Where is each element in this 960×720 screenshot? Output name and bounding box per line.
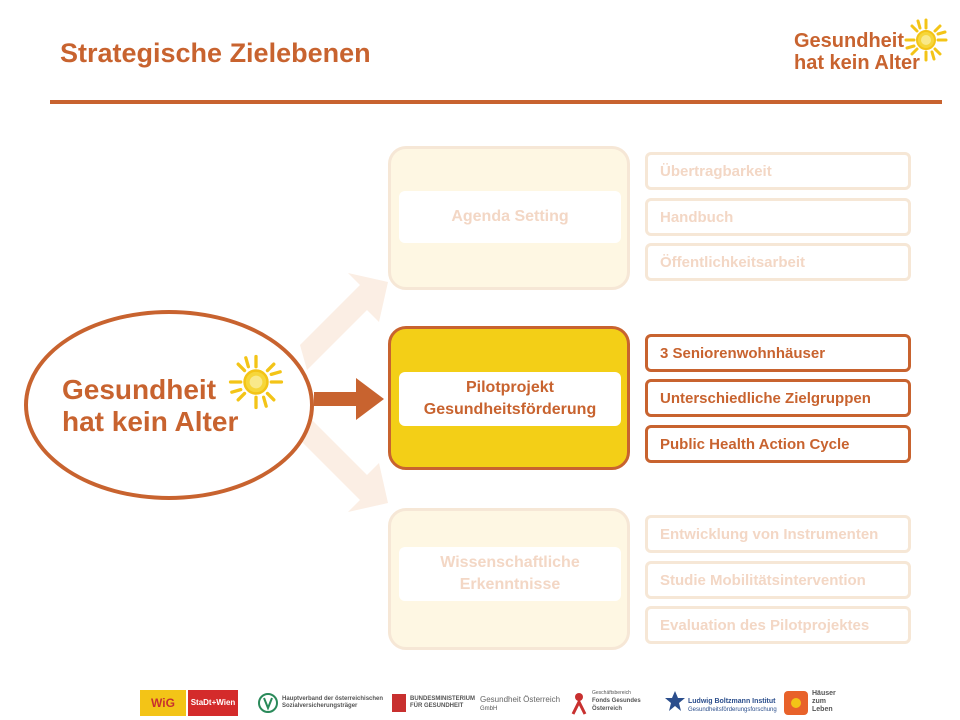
tier-label-text: Agenda Setting: [451, 208, 569, 225]
tier-pilotprojekt: Pilotprojekt Gesundheitsförderung: [388, 326, 630, 470]
goal-item: Public Health Action Cycle: [645, 425, 911, 463]
sponsor-goeg-logo: Gesundheit Österreich GmbH: [480, 688, 564, 718]
fgoe-line1: Fonds Gesundes: [592, 698, 641, 704]
goal-item: Öffentlichkeitsarbeit: [645, 243, 911, 281]
hzl-house-icon: [784, 691, 808, 715]
tier-label: Agenda Setting: [399, 191, 621, 243]
tier-label-line2: Gesundheitsförderung: [423, 401, 597, 418]
sponsor-fgoe-logo: Geschäftsbereich Fonds Gesundes Österrei…: [570, 688, 650, 718]
title-divider: [50, 100, 942, 104]
lbi-line1: Ludwig Boltzmann Institut: [688, 698, 776, 705]
goal-item: Studie Mobilitätsintervention: [645, 561, 911, 599]
goal-item: 3 Seniorenwohnhäuser: [645, 334, 911, 372]
tier-agenda-setting: Agenda Setting: [388, 146, 630, 290]
fgoe-line2: Österreich: [592, 706, 623, 712]
header-logo-line2: hat kein Alter: [794, 52, 920, 74]
goeg-line2: GmbH: [480, 706, 498, 712]
faded-arrow-icon: [300, 273, 388, 512]
fgoe-line0: Geschäftsbereich: [592, 690, 631, 696]
goal-item: Entwicklung von Instrumenten: [645, 515, 911, 553]
fgoe-figure-icon: [571, 693, 587, 715]
sponsor-lbi-logo: Ludwig Boltzmann Institut Gesundheitsför…: [664, 688, 777, 718]
sun-icon: [904, 18, 948, 62]
sponsor-hzl-logo: Häuser zum Leben: [784, 688, 840, 718]
lbi-star-icon: [665, 691, 685, 711]
brand-logo-ellipse: Gesundheit hat kein Alter: [24, 310, 314, 500]
header-logo: Gesundheit hat kein Alter: [792, 18, 952, 78]
sun-icon: [228, 354, 284, 410]
tier-wissenschaftliche-erkenntnisse: Wissenschaftliche Erkenntnisse: [388, 508, 630, 650]
sponsor-hauptverband-logo: Hauptverband der österreichischen Sozial…: [258, 688, 383, 718]
header-logo-line1: Gesundheit: [794, 30, 905, 52]
brand-logo-line2: hat kein Alter: [62, 406, 239, 437]
goal-item: Übertragbarkeit: [645, 152, 911, 190]
goal-item: Evaluation des Pilotprojektes: [645, 606, 911, 644]
tier-label: Wissenschaftliche Erkenntnisse: [399, 547, 621, 601]
wig-logo-text: WiG: [140, 690, 186, 716]
bmg-flag-icon: [392, 694, 406, 712]
hauptverband-icon: [258, 693, 278, 713]
tier-label-line1: Wissenschaftliche: [440, 554, 580, 571]
bmg-line2: FÜR GESUNDHEIT: [410, 703, 464, 709]
tier-label-line1: Pilotprojekt: [465, 379, 554, 396]
hzl-line2: zum: [812, 698, 826, 705]
tier-label: Pilotprojekt Gesundheitsförderung: [399, 372, 621, 426]
sponsor-wig-logo: WiG StaDt+Wien: [140, 688, 240, 718]
hzl-line1: Häuser: [812, 690, 836, 697]
goal-item: Handbuch: [645, 198, 911, 236]
goal-item: Unterschiedliche Zielgruppen: [645, 379, 911, 417]
hzl-line3: Leben: [812, 706, 833, 713]
sponsor-footer: WiG StaDt+Wien Hauptverband der österrei…: [140, 688, 840, 718]
bmg-line1: BUNDESMINISTERIUM: [410, 696, 476, 702]
stadt-wien-logo-text: StaDt+Wien: [188, 690, 238, 716]
tier-label-line2: Erkenntnisse: [459, 576, 561, 593]
hauptverband-line1: Hauptverband der österreichischen: [282, 696, 384, 702]
goeg-line1: Gesundheit Österreich: [480, 695, 561, 704]
lbi-line2: Gesundheitsförderungsforschung: [688, 707, 777, 713]
arrow-right-icon: [314, 378, 384, 420]
brand-logo-line1: Gesundheit: [62, 374, 217, 405]
page-title: Strategische Zielebenen: [60, 38, 371, 68]
sponsor-bmg-logo: BUNDESMINISTERIUM FÜR GESUNDHEIT: [392, 688, 476, 718]
hauptverband-line2: Sozialversicherungsträger: [282, 703, 358, 709]
